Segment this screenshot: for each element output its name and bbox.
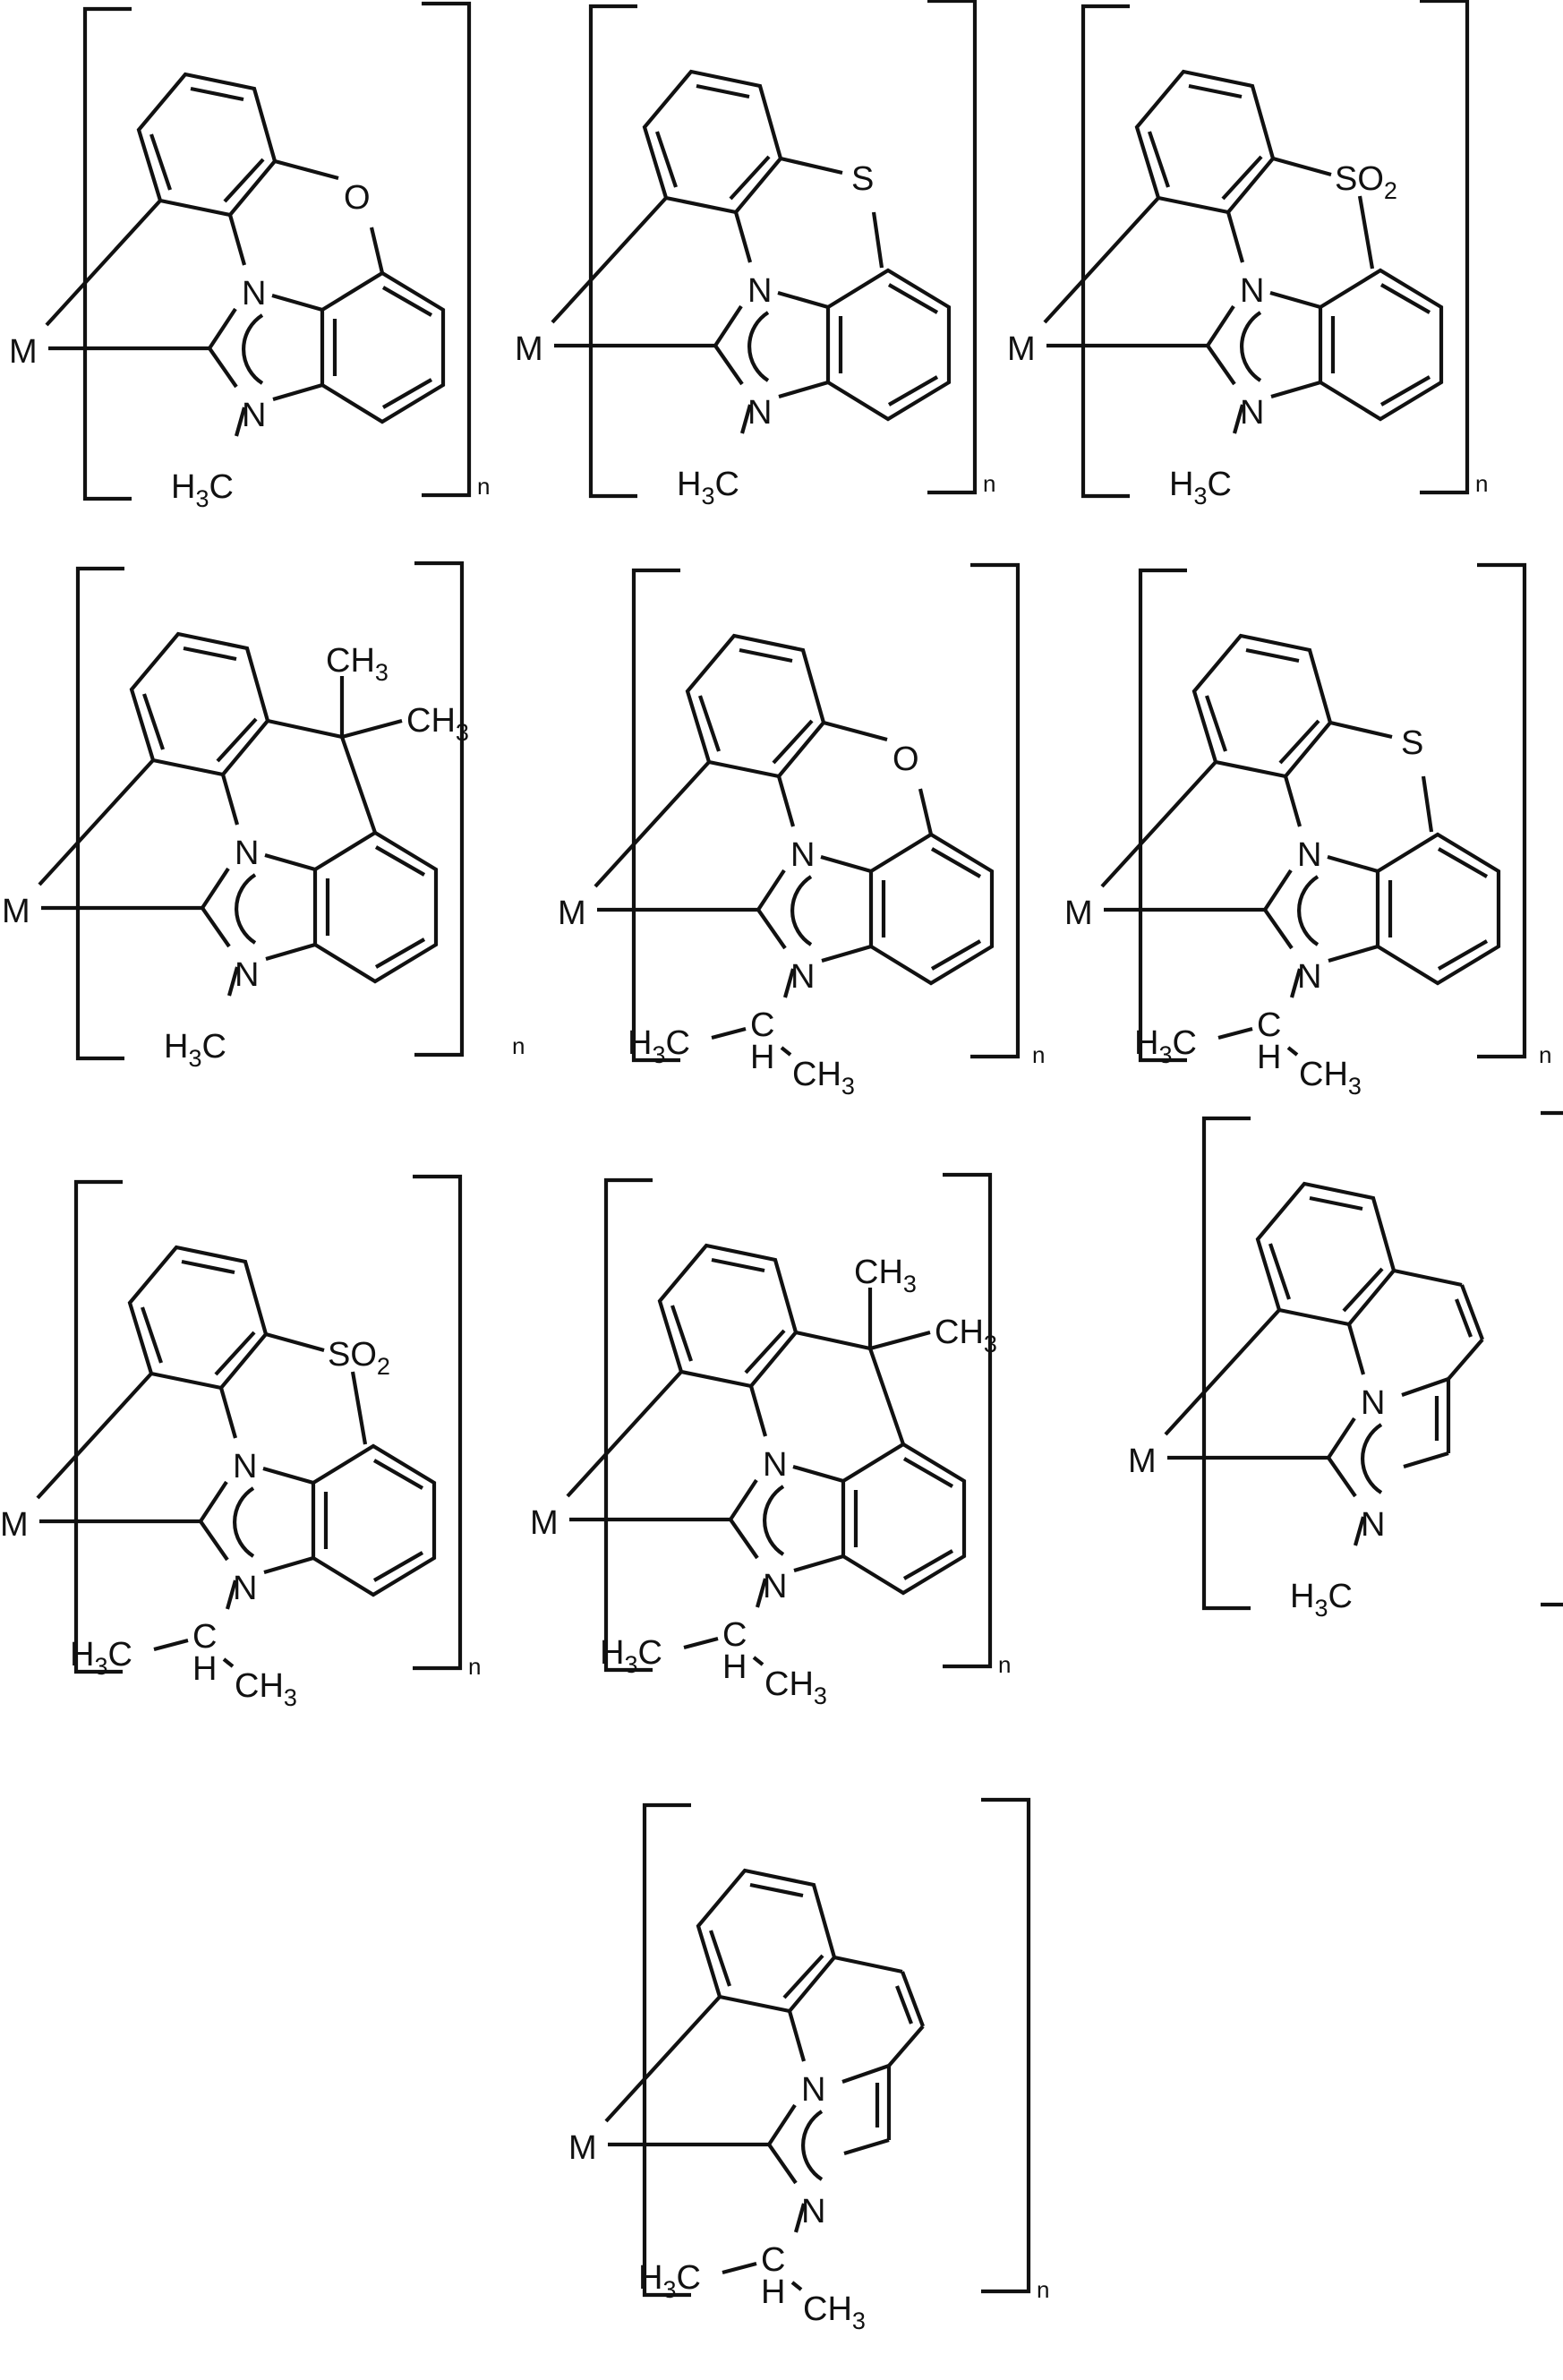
svg-text:H: H [722,1648,747,1686]
structure-2: S M N N H3C n [515,1,995,509]
nitrogen-label: N [1361,1384,1385,1422]
nitrogen-label: N [763,1568,787,1605]
nitrogen-label: N [1240,272,1264,310]
nitrogen-label: N [790,958,815,996]
nitrogen-label: N [1297,836,1321,874]
isopropyl-label: H3C C H CH3 [638,2241,866,2334]
methyl-label: H3C [164,1028,226,1072]
metal-label: M [1128,1443,1157,1480]
svg-text:CH3: CH3 [803,2290,866,2334]
isopropyl-label: H3C C H CH3 [70,1618,297,1711]
nitrogen-label: N [763,1446,787,1484]
structure-5: O M N N H3C C H CH3 n [558,565,1045,1100]
structure-4: CH3 CH3 M N N H3C n [2,563,525,1072]
methyl-label: H3C [677,466,739,509]
svg-text:H3C: H3C [70,1636,132,1680]
repeat-subscript: n [1037,2276,1049,2303]
metal-label: M [0,1506,29,1544]
repeat-subscript: n [477,473,490,500]
structure-8: CH3 CH3 M N N H3C C H CH3 n [530,1175,1011,1709]
structure-1: O M N N H3C n [9,4,490,512]
svg-text:H3C: H3C [1134,1024,1197,1068]
methyl-label-right: CH3 [935,1314,997,1357]
svg-text:H3C: H3C [638,2259,701,2303]
metal-label: M [9,333,38,371]
sulfur-label: S [1401,724,1423,762]
metal-label: M [568,2129,597,2167]
nitrogen-label: N [1297,958,1321,996]
metal-label: M [530,1504,559,1542]
svg-text:CH3: CH3 [764,1665,827,1709]
methyl-label-right: CH3 [406,702,469,746]
structure-7: SO2 M N N H3C C H CH3 n [0,1177,481,1711]
nitrogen-label: N [242,397,266,434]
svg-text:CH3: CH3 [792,1056,855,1100]
sulfonyl-label: SO2 [328,1336,390,1380]
svg-text:CH3: CH3 [235,1667,297,1711]
structure-3: SO2 M N N H3C n [1007,1,1488,509]
nitrogen-label: N [1361,1506,1385,1544]
nitrogen-label: N [1240,394,1264,432]
metal-label: M [2,893,30,930]
repeat-subscript: n [998,1651,1011,1678]
metal-label: M [1007,330,1036,368]
nitrogen-label: N [790,836,815,874]
metal-label: M [558,895,586,932]
nitrogen-label: N [233,1448,257,1485]
svg-text:H: H [750,1039,774,1076]
nitrogen-label: N [242,275,266,312]
nitrogen-label: N [235,956,259,994]
methyl-label-top: CH3 [326,642,389,686]
oxygen-label: O [893,741,919,778]
svg-text:H: H [761,2273,785,2311]
repeat-subscript: n [512,1032,525,1059]
sulfonyl-label: SO2 [1335,160,1397,204]
repeat-subscript: n [1032,1041,1045,1068]
repeat-subscript: n [1475,470,1488,497]
nitrogen-label: N [801,2193,825,2230]
sulfur-label: S [851,160,874,198]
nitrogen-label: N [235,835,259,872]
repeat-subscript: n [983,470,995,497]
oxygen-label: O [344,179,371,217]
svg-text:H: H [1257,1039,1281,1076]
nitrogen-label: N [747,272,772,310]
svg-text:CH3: CH3 [1299,1056,1362,1100]
svg-text:H: H [192,1650,217,1688]
structure-6: S M N N H3C C H CH3 n [1064,565,1551,1100]
svg-text:H3C: H3C [628,1024,690,1068]
methyl-label: H3C [1290,1578,1353,1622]
metal-label: M [515,330,543,368]
methyl-label: H3C [1169,466,1232,509]
isopropyl-label: H3C C H CH3 [628,1006,855,1100]
nitrogen-label: N [747,394,772,432]
svg-text:H3C: H3C [600,1634,662,1678]
methyl-label: H3C [171,468,234,512]
nitrogen-label: N [233,1570,257,1607]
structure-10: M N N H3C C H CH3 n [568,1800,1049,2334]
repeat-subscript: n [468,1653,481,1680]
isopropyl-label: H3C C H CH3 [1134,1006,1362,1100]
isopropyl-label: H3C C H CH3 [600,1616,827,1709]
repeat-subscript: n [1539,1041,1551,1068]
metal-label: M [1064,895,1093,932]
structure-9: M N N H3C n [1128,1113,1563,1622]
methyl-label-top: CH3 [854,1254,917,1297]
nitrogen-label: N [801,2071,825,2109]
